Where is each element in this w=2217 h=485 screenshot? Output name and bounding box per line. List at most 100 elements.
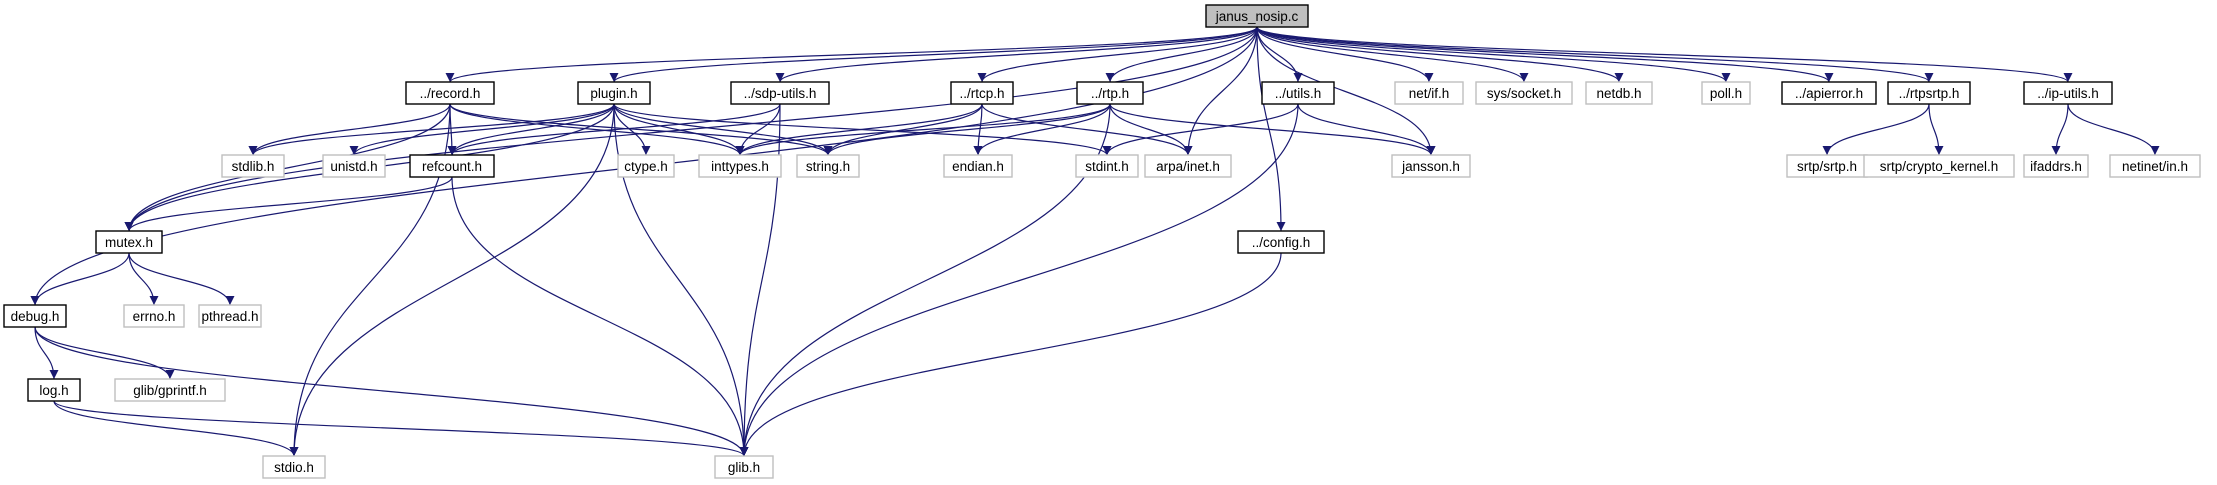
- edge-debug-to-gprintf: [34, 326, 175, 380]
- node-stdlib-h: stdlib.h: [221, 154, 285, 178]
- node-rtcp-h[interactable]: ../rtcp.h: [950, 81, 1014, 105]
- edge-janus-nosip-to-sdputils: [775, 26, 1258, 83]
- edge-rtcp-to-endian: [973, 103, 983, 156]
- edge-sdputils-to-refcount: [447, 103, 781, 156]
- node-box: [1585, 81, 1653, 105]
- edge-janus-nosip-to-netdb: [1256, 26, 1624, 83]
- node-label: srtp/srtp.h: [1797, 159, 1857, 174]
- node-label: plugin.h: [590, 86, 637, 101]
- edge-plugin-to-unistd: [349, 103, 615, 156]
- node-label: ../record.h: [420, 86, 481, 101]
- node-glib-gprintf-h: glib/gprintf.h: [114, 378, 226, 402]
- node-box: [1701, 81, 1751, 105]
- node-box: [1863, 154, 2015, 178]
- edge-debug-to-glib: [34, 326, 749, 457]
- node-label: debug.h: [11, 309, 60, 324]
- edge-janus-nosip-to-iputils: [1256, 26, 2073, 83]
- node-label: poll.h: [1710, 86, 1742, 101]
- node-label: ../utils.h: [1275, 86, 1322, 101]
- node-poll-h: poll.h: [1701, 81, 1751, 105]
- node-box: [221, 154, 285, 178]
- node-debug-h[interactable]: debug.h: [3, 304, 67, 328]
- node-ifaddrs-h: ifaddrs.h: [2023, 154, 2089, 178]
- node-net-if-h: net/if.h: [1394, 81, 1464, 105]
- edge-plugin-to-stdio: [289, 103, 615, 457]
- node-box: [322, 154, 386, 178]
- node-box: [950, 81, 1014, 105]
- node-box: [1076, 81, 1144, 105]
- node-srtp-srtp-h: srtp/srtp.h: [1786, 154, 1868, 178]
- edge-janus-nosip-to-arpainet: [1183, 26, 1258, 156]
- node-pthread-h: pthread.h: [198, 304, 262, 328]
- node-label: stdint.h: [1085, 159, 1129, 174]
- node-box: [2023, 81, 2113, 105]
- node-box: [1075, 154, 1139, 178]
- node-netdb-h: netdb.h: [1585, 81, 1653, 105]
- node-janus-nosip-c[interactable]: janus_nosip.c: [1205, 4, 1309, 28]
- edge-refcount-to-glib: [451, 176, 749, 457]
- node-apierror-h[interactable]: ../apierror.h: [1781, 81, 1877, 105]
- node-refcount-h[interactable]: refcount.h: [409, 154, 495, 178]
- edge-janus-nosip-to-rtpsrtp: [1256, 26, 1934, 83]
- edge-utils-to-glib: [739, 103, 1299, 457]
- edge-plugin-to-string: [613, 103, 833, 156]
- edge-record-to-mutex: [124, 103, 451, 232]
- edge-rtcp-to-arpainet: [981, 103, 1193, 156]
- edge-janus-nosip-to-apierror: [1256, 26, 1834, 83]
- edge-rtp-to-jansson: [1109, 103, 1436, 156]
- edge-config-to-glib: [739, 252, 1282, 457]
- node-label: ../ip-utils.h: [2037, 86, 2099, 101]
- node-config-h[interactable]: ../config.h: [1237, 230, 1325, 254]
- node-sdp-utils-h[interactable]: ../sdp-utils.h: [730, 81, 830, 105]
- node-rtp-h[interactable]: ../rtp.h: [1076, 81, 1144, 105]
- node-label: unistd.h: [330, 159, 377, 174]
- node-box: [730, 81, 830, 105]
- node-label: ../rtpsrtp.h: [1899, 86, 1960, 101]
- edge-mutex-to-debug: [30, 252, 130, 306]
- node-label: ../rtcp.h: [959, 86, 1004, 101]
- node-label: ctype.h: [624, 159, 668, 174]
- node-label: stdio.h: [274, 460, 314, 475]
- edge-janus-nosip-to-record: [445, 26, 1258, 83]
- node-label: mutex.h: [105, 235, 153, 250]
- edge-plugin-to-stdlib: [248, 103, 615, 156]
- edge-utils-to-stdint: [1102, 103, 1299, 156]
- node-box: [1261, 81, 1335, 105]
- edge-rtp-to-arpainet: [1109, 103, 1193, 156]
- node-label: ifaddrs.h: [2030, 159, 2082, 174]
- edge-janus-nosip-to-mutex: [124, 26, 1258, 232]
- edge-rtp-to-string: [823, 103, 1111, 156]
- edge-rtpsrtp-to-srtp: [1822, 103, 1930, 156]
- node-box: [1391, 154, 1471, 178]
- edge-janus-nosip-to-plugin: [609, 26, 1258, 83]
- edge-rtpsrtp-to-cryptokernel: [1928, 103, 1944, 156]
- edge-janus-nosip-to-jansson: [1256, 26, 1436, 156]
- node-label: ../config.h: [1252, 235, 1311, 250]
- node-label: endian.h: [952, 159, 1004, 174]
- node-record-h[interactable]: ../record.h: [405, 81, 495, 105]
- node-label: string.h: [806, 159, 850, 174]
- node-rtpsrtp-h[interactable]: ../rtpsrtp.h: [1887, 81, 1971, 105]
- edge-log-to-stdio: [53, 400, 299, 457]
- edge-record-to-string: [449, 103, 833, 156]
- edge-plugin-to-ctype: [613, 103, 651, 156]
- node-label: pthread.h: [201, 309, 258, 324]
- node-plugin-h[interactable]: plugin.h: [577, 81, 651, 105]
- edge-rtp-to-inttypes: [735, 103, 1111, 156]
- node-mutex-h[interactable]: mutex.h: [95, 230, 163, 254]
- edges: [30, 26, 2160, 457]
- node-box: [409, 154, 495, 178]
- edge-mutex-to-pthread: [128, 252, 235, 306]
- edge-janus-nosip-to-netif: [1256, 26, 1434, 83]
- node-box: [1394, 81, 1464, 105]
- node-label: jansson.h: [1401, 159, 1460, 174]
- edge-utils-to-jansson: [1297, 103, 1436, 156]
- node-log-h[interactable]: log.h: [27, 378, 81, 402]
- node-ip-utils-h[interactable]: ../ip-utils.h: [2023, 81, 2113, 105]
- node-label: srtp/crypto_kernel.h: [1880, 159, 1999, 174]
- node-box: [3, 304, 67, 328]
- node-label: netinet/in.h: [2122, 159, 2188, 174]
- node-label: stdlib.h: [232, 159, 275, 174]
- node-utils-h[interactable]: ../utils.h: [1261, 81, 1335, 105]
